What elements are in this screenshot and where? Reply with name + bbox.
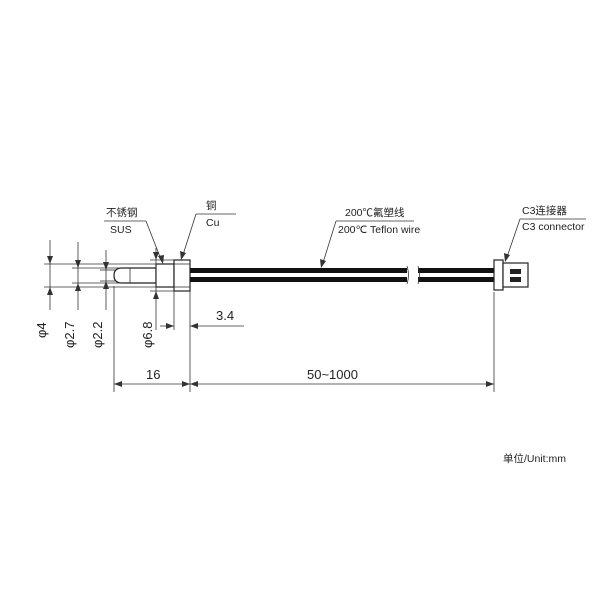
dim-d68: φ6.8 [140,321,155,348]
leader-labels: 不锈钢 SUS 铜 Cu 200℃氟塑线 200℃ Teflon wire C3… [104,200,586,268]
c3-connector-housing [502,262,529,288]
dim-d22: φ2.2 [90,321,105,348]
probe-tip [113,267,157,284]
label-wire-cn: 200℃氟塑线 [345,206,405,219]
sensor-body [113,259,529,292]
wire-lower-left [190,277,407,282]
dim-3-4: 3.4 [216,308,234,323]
label-conn-en: C3 connector [522,221,585,233]
stainless-shell [155,263,175,288]
length-dimensions: 3.4 16 50~1000 [113,286,495,392]
c3-connector [493,259,504,291]
dim-d27: φ2.7 [62,321,77,348]
wire-upper-right [418,268,494,273]
label-sus-cn: 不锈钢 [106,206,138,219]
connector-pin [510,269,521,274]
wire-lower-right [418,277,494,282]
dim-d4: φ4 [34,322,49,338]
dim-16: 16 [146,367,160,382]
wire-upper-left [190,268,407,273]
label-sus-en: SUS [110,224,132,236]
unit-note: 单位/Unit:mm [503,452,566,465]
connector-pin [510,277,521,282]
label-wire-en: 200℃ Teflon wire [338,224,420,236]
dim-50-1000: 50~1000 [307,367,358,382]
label-conn-cn: C3连接器 [522,204,567,217]
diameter-dimensions: φ4 φ2.7 φ2.2 φ6.8 [34,240,174,348]
copper-flange [173,259,191,292]
label-cu-cn: 铜 [206,200,217,212]
label-cu-en: Cu [206,217,220,229]
